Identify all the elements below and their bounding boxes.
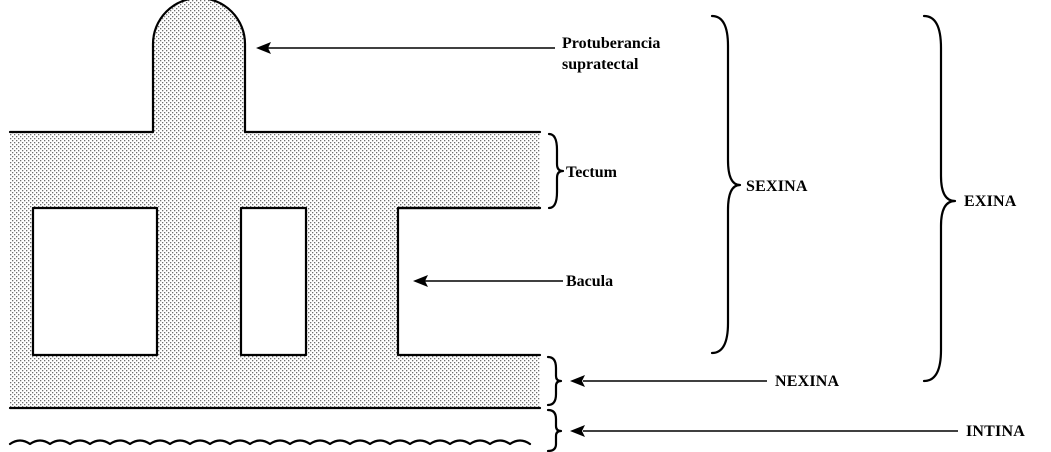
exine-stippled-body <box>10 0 540 408</box>
bacula-label: Bacula <box>566 273 613 290</box>
nexina-label: NEXINA <box>775 373 840 390</box>
nexina-brace <box>548 357 561 405</box>
exina-label: EXINA <box>964 193 1017 210</box>
protuberancia-arrow <box>256 42 555 54</box>
sexina-label: SEXINA <box>746 178 808 195</box>
protuberancia-label-line2: supratectal <box>562 56 639 73</box>
tectum-brace <box>549 134 563 208</box>
intina-brace <box>548 410 561 451</box>
protuberancia-label-line1: Protuberancia <box>562 35 660 52</box>
lumen-center <box>241 208 306 355</box>
tectum-label: Tectum <box>566 164 618 181</box>
intina-arrow <box>570 425 958 437</box>
nexina-arrow <box>570 375 767 387</box>
intina-label: INTINA <box>966 423 1025 440</box>
bacula-arrow <box>413 275 563 287</box>
intine-wavy-line <box>10 441 530 445</box>
exina-brace <box>924 16 955 381</box>
sexina-brace <box>712 16 740 353</box>
tectum-top-outline <box>10 0 540 132</box>
lumen-left <box>33 208 157 355</box>
